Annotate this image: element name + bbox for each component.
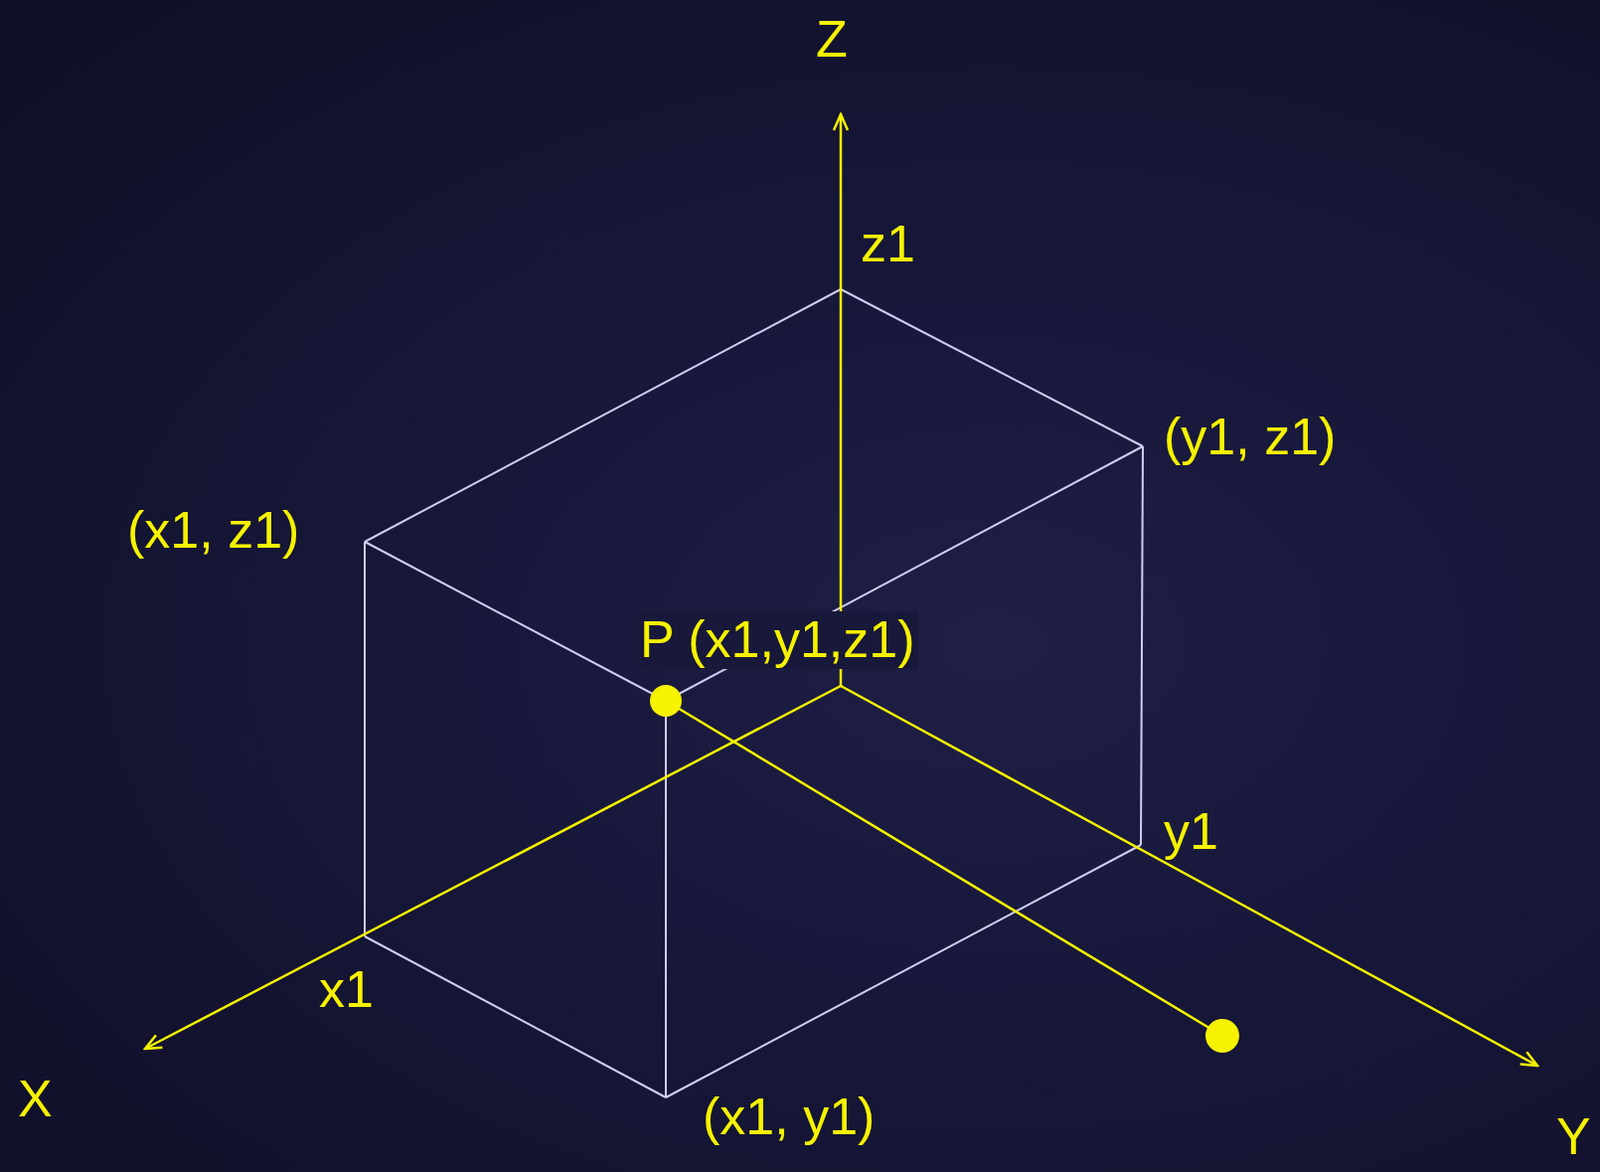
axis-label: (x1, z1) (127, 501, 300, 559)
projection-point (1205, 1018, 1240, 1053)
point-p (649, 684, 682, 717)
axis-label: Y (1556, 1108, 1592, 1165)
axis-label: x1 (319, 960, 374, 1018)
axis-label: X (17, 1070, 53, 1127)
axis-label: P (x1,y1,z1) (636, 611, 919, 668)
axes (145, 114, 1538, 1066)
axis-label: Z (815, 10, 848, 68)
axis-label: y1 (1163, 802, 1219, 860)
axis-label: z1 (860, 215, 916, 273)
axis-label: (x1, y1) (702, 1088, 875, 1145)
box-edges (364, 289, 1143, 1098)
axis-label: (y1, z1) (1163, 408, 1336, 466)
